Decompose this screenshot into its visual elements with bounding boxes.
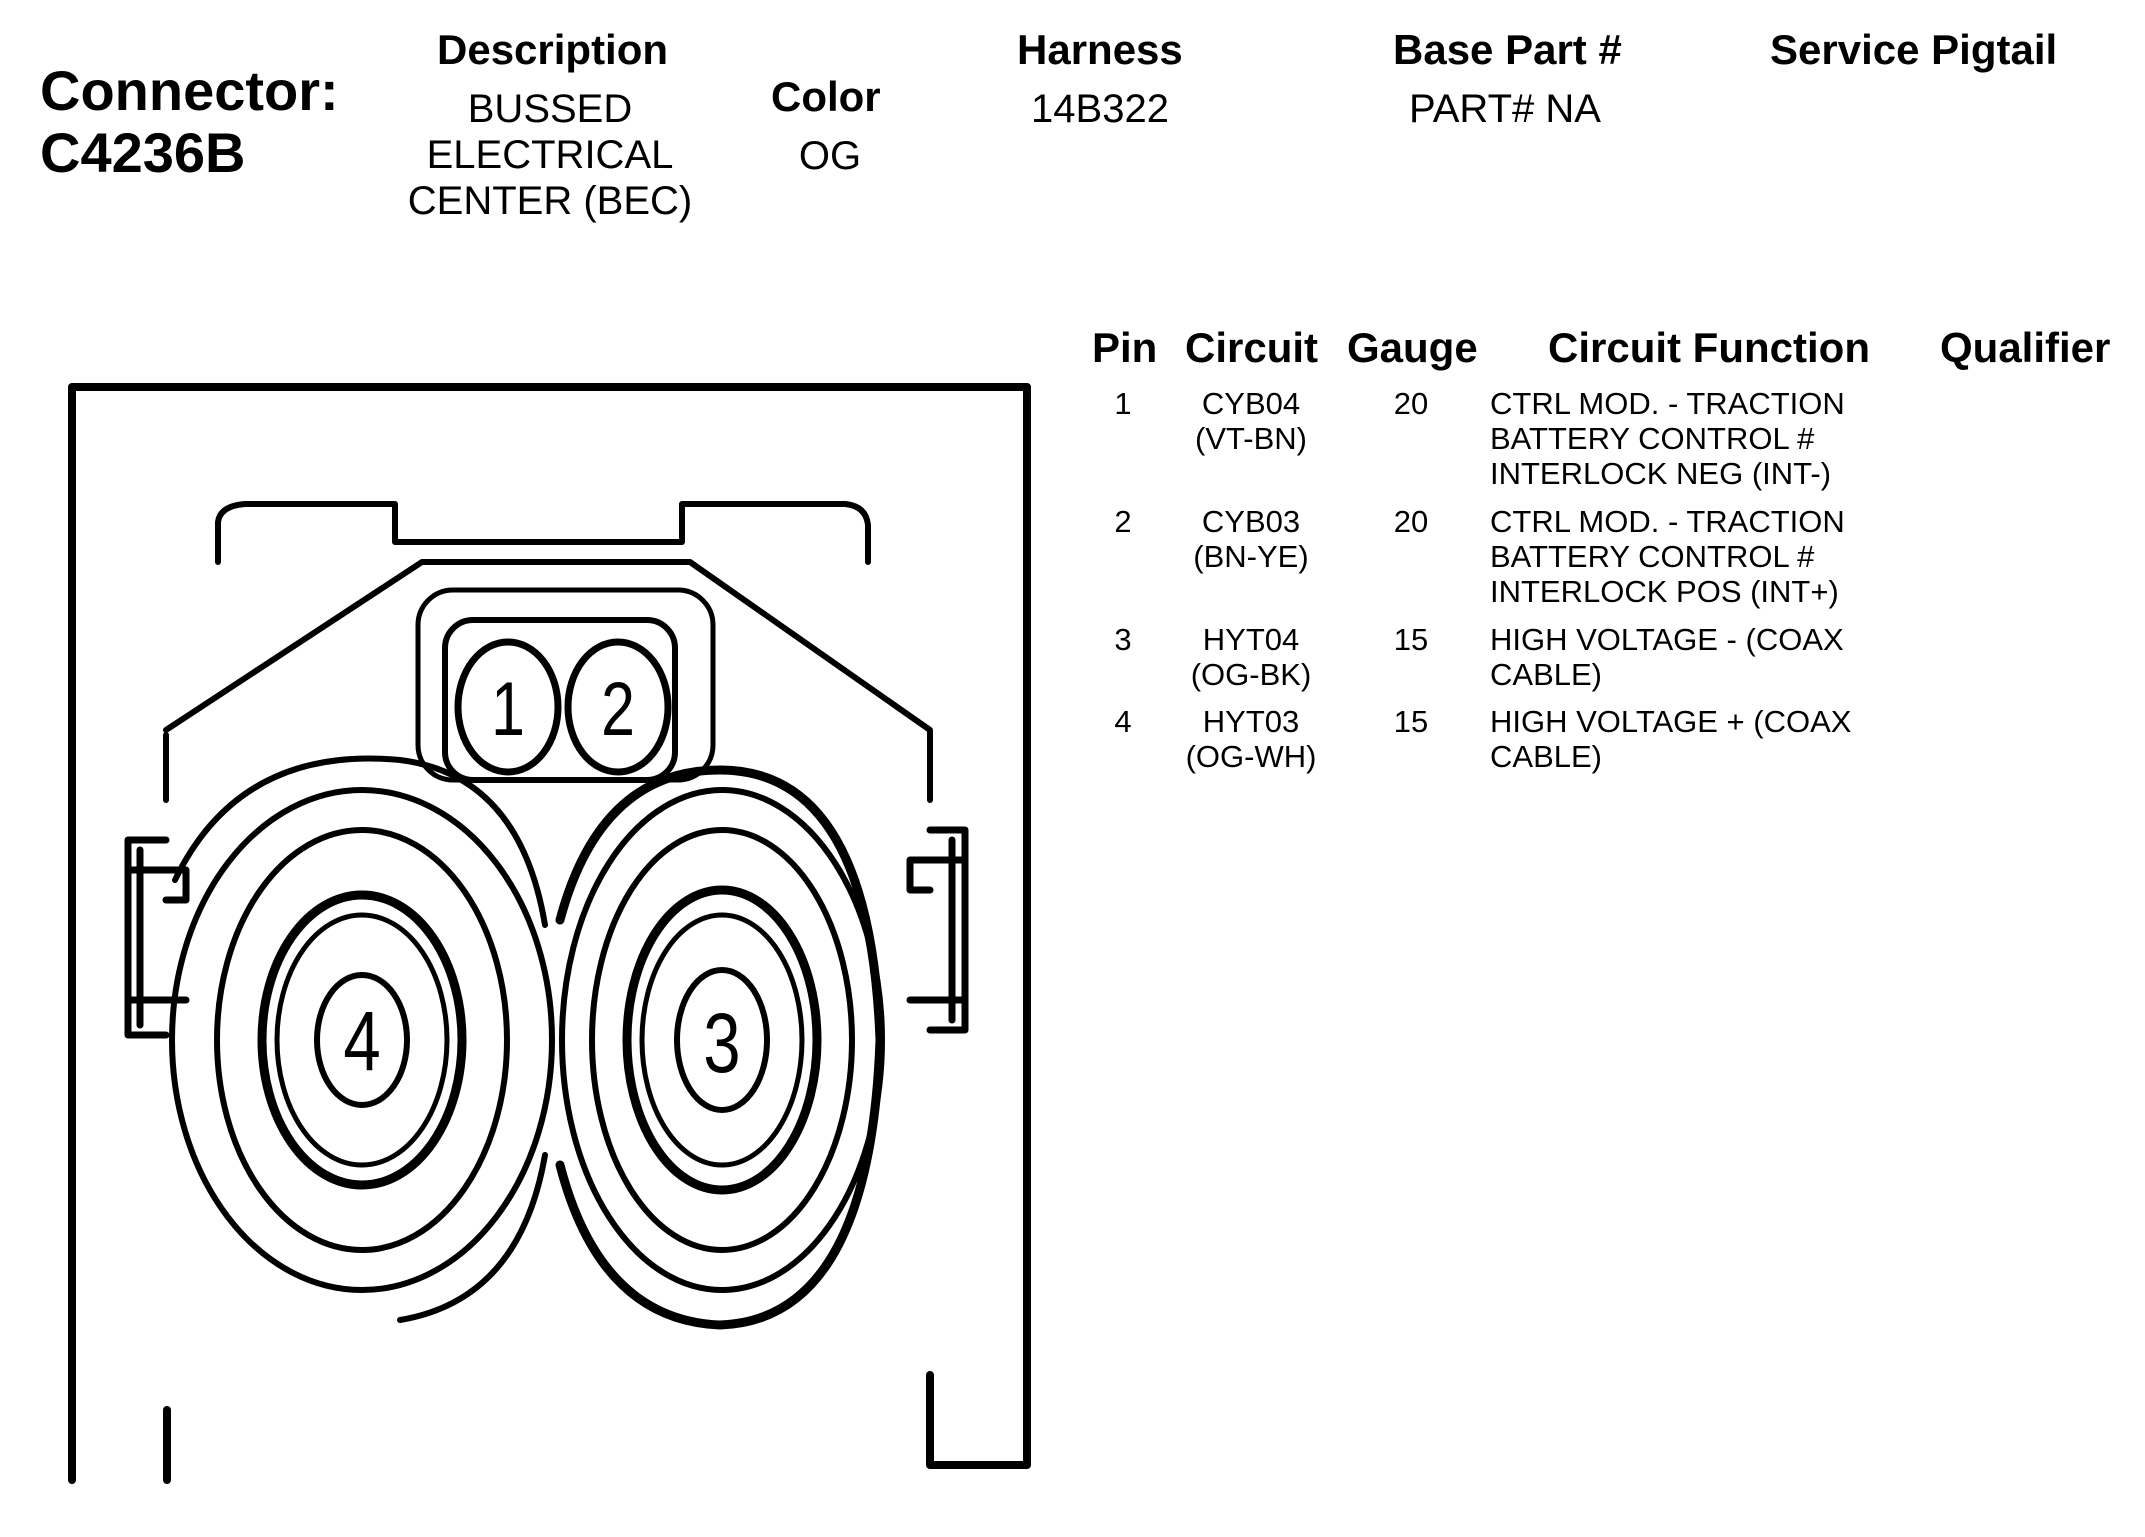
gauge-column-header: Gauge [1347,324,1478,371]
function-line: BATTERY CONTROL # [1490,421,1815,456]
pin-2-cavity [564,638,672,776]
circuit-color: (VT-BN) [1195,421,1307,456]
circuit-color: (BN-YE) [1193,539,1309,574]
housing-shoulder-left [163,559,933,803]
pin-4-ring-1 [214,827,510,1253]
small-pin-pocket-inner [442,617,678,783]
pin-4-ring-3 [274,912,450,1168]
circuit-color: (OG-BK) [1190,657,1312,692]
pin-3-ring-3 [639,912,805,1168]
pin-4-ring-2 [257,890,467,1190]
description-line: CENTER (BEC) [407,179,693,223]
housing-shoulder-left-step [166,562,218,730]
pin-label-4: 4 [343,995,380,1089]
circuit-function: CTRL MOD. - TRACTION BATTERY CONTROL # I… [1490,504,1890,609]
function-line: INTERLOCK NEG (INT-) [1490,456,1832,491]
circuit-id: CYB03 [1201,504,1301,539]
pin-3-ring-2 [622,885,822,1195]
wire-gauge: 15 [1393,704,1429,739]
service-pigtail-header: Service Pigtail [1770,26,2058,73]
table-row: 3 HYT04 (OG-BK) 15 HIGH VOLTAGE - (COAX … [0,622,2145,742]
pin-1-cavity [454,638,562,776]
barrel-outline-right [555,765,885,1330]
pin-number: 4 [1114,704,1132,739]
harness-value: 14B322 [1031,87,1169,131]
table-row: 1 CYB04 (VT-BN) 20 CTRL MOD. - TRACTION … [0,386,2145,506]
circuit-id: HYT03 [1202,704,1300,739]
harness-header: Harness [1017,26,1183,73]
function-line: HIGH VOLTAGE + (COAX [1490,704,1852,739]
function-line: INTERLOCK POS (INT+) [1490,574,1839,609]
connector-label: Connector: [40,59,339,122]
description-header: Description [437,26,669,73]
circuit-code: CYB04 (VT-BN) [1176,386,1326,456]
pin-3-ring-1 [589,827,855,1253]
pin-4-contact [314,972,410,1108]
pin-label-3: 3 [703,997,740,1091]
function-line: CTRL MOD. - TRACTION [1490,386,1845,421]
circuit-id: CYB04 [1201,386,1301,421]
right-latch [906,826,969,1034]
pin-label-1: 1 [491,667,525,752]
description-line: BUSSED [467,87,633,131]
wire-gauge: 20 [1393,504,1429,539]
circuit-function: HIGH VOLTAGE + (COAX CABLE) [1490,704,1890,774]
circuit-id: HYT04 [1202,622,1300,657]
base-part-header: Base Part # [1393,26,1622,73]
pin-number: 2 [1114,504,1132,539]
function-line: BATTERY CONTROL # [1490,539,1815,574]
pin-number: 1 [1114,386,1132,421]
table-row: 2 CYB03 (BN-YE) 20 CTRL MOD. - TRACTION … [0,504,2145,624]
connector-frame [68,383,1031,1484]
function-line: HIGH VOLTAGE - (COAX [1490,622,1844,657]
color-header: Color [771,73,881,120]
circuit-function: CTRL MOD. - TRACTION BATTERY CONTROL # I… [1490,386,1890,491]
color-value: OG [798,134,862,178]
circuit-function-column-header: Circuit Function [1548,324,1870,371]
circuit-color: (OG-WH) [1185,739,1317,774]
circuit-code: CYB03 (BN-YE) [1176,504,1326,574]
pin-3-contact [674,967,770,1113]
circuit-function: HIGH VOLTAGE - (COAX CABLE) [1490,622,1890,692]
housing-top-outline [215,501,871,565]
qualifier-column-header: Qualifier [1940,324,2111,371]
circuit-code: HYT03 (OG-WH) [1176,704,1326,774]
circuit-code: HYT04 (OG-BK) [1176,622,1326,692]
function-line: CABLE) [1490,739,1602,774]
connector-id: C4236B [40,121,246,184]
pin-label-2: 2 [601,667,635,752]
pin-number: 3 [1114,622,1132,657]
function-line: CTRL MOD. - TRACTION [1490,504,1845,539]
pin-column-header: Pin [1092,324,1158,371]
pin-4-barrel-outer [169,787,555,1293]
wire-gauge: 15 [1393,622,1429,657]
barrel-waist [172,755,548,1323]
function-line: CABLE) [1490,657,1602,692]
description-line: ELECTRICAL [426,133,674,177]
left-latch [124,836,190,1039]
base-part-value: PART# NA [1409,87,1601,131]
circuit-column-header: Circuit [1185,324,1319,371]
table-row: 4 HYT03 (OG-WH) 15 HIGH VOLTAGE + (COAX … [0,704,2145,824]
wire-gauge: 20 [1393,386,1429,421]
description-value: BUSSED ELECTRICAL CENTER (BEC) [380,86,720,224]
